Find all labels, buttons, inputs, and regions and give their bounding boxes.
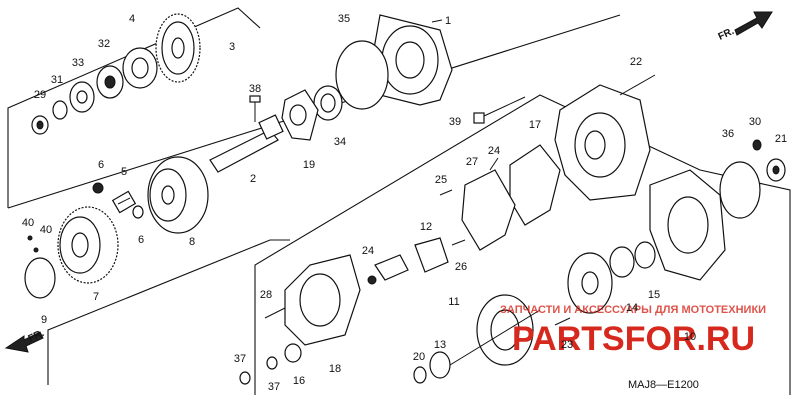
diagram-code: MAJ8—E1200 [628, 379, 699, 391]
o-ring-35 [335, 40, 389, 110]
nut-37b [266, 356, 278, 370]
rear-cover [649, 169, 726, 281]
pin-40b [33, 247, 39, 253]
through-bolt-22 [619, 74, 656, 96]
watermark-tagline: ЗАПЧАСТИ И АКСЕССУАРЫ ДЛЯ МОТОТЕХНИКИ [500, 304, 766, 316]
bearing-21 [766, 158, 786, 182]
callout-5: 5 [121, 166, 127, 178]
callout-34: 34 [334, 136, 346, 148]
collar-20 [413, 366, 427, 384]
callout-19: 19 [303, 159, 315, 171]
rotor-11 [449, 294, 541, 366]
callout-11: 11 [448, 296, 459, 308]
callout-38: 38 [249, 83, 261, 95]
callout-9: 9 [41, 314, 47, 326]
callout-24a: 24 [488, 145, 500, 157]
bearing-13 [429, 351, 451, 379]
callout-3: 3 [229, 41, 235, 53]
callout-22: 22 [630, 56, 642, 68]
terminal-cover-24 [367, 254, 409, 285]
callout-23: 23 [561, 339, 573, 351]
rear-housing-18 [284, 254, 361, 346]
setting-plate-19 [281, 89, 319, 141]
callout-35: 35 [338, 13, 350, 25]
bearing-14 [609, 246, 635, 278]
callout-30: 30 [749, 116, 761, 128]
callout-4: 4 [129, 13, 135, 25]
callout-16: 16 [293, 375, 305, 387]
callout-31: 31 [51, 74, 63, 86]
callouts: 1 2 3 4 5 6 6 7 8 9 10 11 12 13 14 15 16… [22, 13, 787, 393]
ring-15 [634, 241, 656, 269]
callout-27: 27 [466, 156, 478, 168]
screw-26 [451, 239, 466, 246]
regulator-27 [461, 169, 516, 251]
callout-7: 7 [93, 291, 99, 303]
callout-37a: 37 [234, 353, 246, 365]
callout-25: 25 [435, 174, 447, 186]
watermark-brand: PARTSFOR.RU [512, 320, 755, 358]
driven-gear [155, 13, 201, 83]
gear-washer [122, 47, 158, 89]
callout-12: 12 [420, 221, 432, 233]
callout-40b: 40 [40, 224, 52, 236]
callout-29: 29 [34, 89, 46, 101]
terminal-12 [414, 237, 449, 273]
spring-seat-6a [92, 182, 104, 194]
callout-17: 17 [529, 119, 541, 131]
bolt-39 [473, 96, 526, 124]
front-arrow-icon-top: FR. [717, 11, 773, 43]
callout-13: 13 [434, 339, 446, 351]
callout-28: 28 [260, 289, 272, 301]
callout-18: 18 [329, 363, 341, 375]
callout-40a: 40 [22, 217, 34, 229]
damper-hub-8 [147, 156, 209, 234]
front-label-bottom: FR. [27, 328, 46, 345]
callout-37b: 37 [268, 381, 280, 393]
stator-plate [567, 252, 613, 314]
callout-6a: 6 [98, 159, 104, 171]
screw-23 [554, 317, 571, 326]
front-arrow-icon-bottom: FR. [4, 328, 46, 353]
bearing-32 [96, 65, 124, 99]
washer-31 [52, 100, 68, 120]
pin-40a [27, 235, 33, 241]
bolt-38 [249, 95, 261, 122]
nut-29 [31, 115, 49, 135]
alternator-housing-front [554, 84, 651, 201]
screw-25 [439, 189, 453, 196]
shaft-2 [209, 114, 284, 173]
bearing-16 [284, 343, 302, 363]
bearing-33 [69, 81, 95, 113]
bearing-34 [313, 85, 343, 121]
nut-30 [752, 139, 762, 151]
screw-24a [489, 157, 499, 171]
o-ring-36 [719, 161, 761, 219]
callout-33: 33 [72, 57, 84, 69]
callout-10: 10 [684, 331, 696, 343]
callout-36: 36 [722, 128, 734, 140]
damper-flange [371, 14, 453, 106]
callout-2: 2 [250, 173, 256, 185]
callout-6b: 6 [138, 234, 144, 246]
callout-20: 20 [413, 351, 425, 363]
circlip-9 [24, 257, 56, 299]
callout-24b: 24 [362, 245, 374, 257]
damper-spring-5 [111, 190, 137, 214]
callout-8: 8 [189, 236, 195, 248]
callout-26: 26 [455, 261, 467, 273]
nut-37a [239, 371, 251, 385]
rectifier-17 [509, 144, 561, 226]
callout-21: 21 [775, 133, 787, 145]
front-label-top: FR. [717, 26, 736, 43]
spring-seat-6b [132, 205, 144, 219]
callout-39: 39 [449, 116, 461, 128]
starter-gear-7 [57, 206, 119, 284]
callout-14: 14 [626, 302, 638, 314]
callout-1: 1 [445, 15, 451, 27]
callout-15: 15 [648, 289, 660, 301]
callout-32: 32 [98, 38, 110, 50]
bolt-28 [264, 307, 286, 319]
